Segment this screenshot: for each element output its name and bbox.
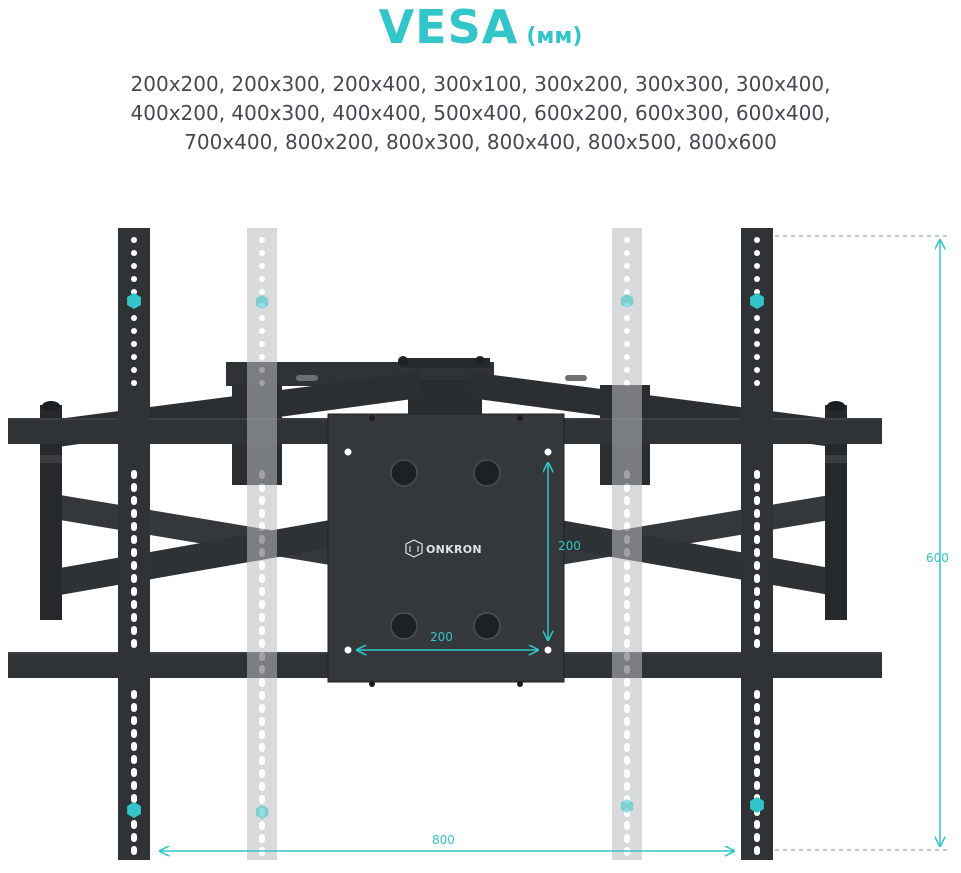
page-heading: VESA (мм) [0, 0, 961, 60]
inner-vertical-rails [247, 228, 642, 860]
vesa-title: VESA [378, 0, 519, 54]
plate-dimension-arrows: 200 200 [357, 463, 581, 650]
bolt-marker-icon [255, 805, 269, 819]
center-mounting-plate: ONKRON [327, 413, 565, 687]
plate-width-label: 200 [430, 630, 453, 644]
bolt-marker-icon [750, 797, 764, 813]
bolt-marker-icon [127, 802, 141, 818]
unit-label: (мм) [526, 24, 583, 49]
brand-name: ONKRON [426, 543, 482, 556]
vesa-sizes-line-3: 700x400, 800x200, 800x300, 800x400, 800x… [184, 130, 777, 154]
bolt-marker-icon [127, 293, 141, 309]
vesa-bolt-markers [127, 293, 764, 819]
max-height-label: 600 [926, 551, 949, 565]
vesa-sizes-line-2: 400x200, 400x300, 400x400, 500x400, 600x… [130, 101, 831, 125]
bolt-marker-icon [620, 294, 634, 308]
bolt-marker-icon [620, 799, 634, 813]
overall-dimension-arrows: 600 800 [160, 235, 950, 851]
bolt-marker-icon [255, 295, 269, 309]
onkron-logo-icon [405, 539, 423, 558]
outer-vertical-rails [118, 228, 773, 860]
bolt-marker-icon [750, 293, 764, 309]
vesa-sizes-list: 200x200, 200x300, 200x400, 300x100, 300x… [0, 70, 961, 157]
vesa-sizes-line-1: 200x200, 200x300, 200x400, 300x100, 300x… [130, 72, 831, 96]
plate-height-label: 200 [558, 539, 581, 553]
max-width-label: 800 [432, 833, 455, 847]
